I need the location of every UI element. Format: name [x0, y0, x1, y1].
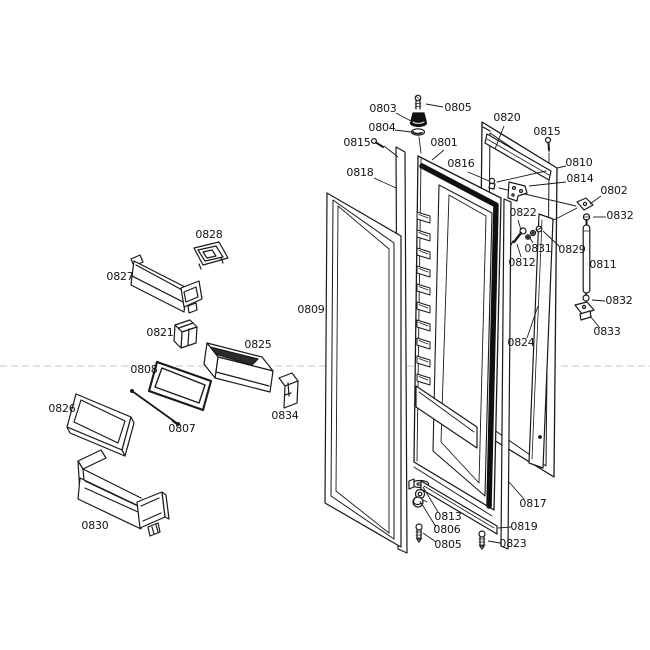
leader-line-0829-15 [542, 230, 561, 248]
part-label-0818-6: 0818 [346, 166, 373, 179]
part-label-0815-3: 0815 [343, 136, 370, 149]
leader-line-0803-0 [395, 112, 412, 122]
leader-line-0812-16 [516, 243, 522, 258]
leader-line-0822-13 [517, 219, 522, 231]
part-label-0807-28: 0807 [168, 422, 195, 435]
part-0819-bottom-trim [420, 480, 498, 535]
part-0824-inner-strip [528, 213, 554, 469]
leader-line-0820-7 [494, 125, 505, 150]
part-label-0831-14: 0831 [524, 242, 551, 255]
part-label-0830-30: 0830 [81, 519, 108, 532]
leader-line-0804-2 [394, 129, 412, 133]
part-label-0832-12: 0832 [606, 209, 633, 222]
part-label-0819-35: 0819 [510, 520, 537, 533]
part-0814-bracket [507, 181, 528, 202]
leader-line-0805-34 [422, 532, 437, 543]
leader-line-0802-11 [589, 195, 602, 205]
part-label-0812-16: 0812 [508, 256, 535, 269]
leader-line-0807-28 [171, 420, 177, 425]
part-label-0828-22: 0828 [195, 228, 222, 241]
leader-line-0810-9 [556, 165, 567, 169]
part-0817-side-trim [500, 198, 512, 550]
part-label-0805-1: 0805 [444, 101, 471, 114]
part-label-0824-20: 0824 [507, 336, 534, 349]
part-0816-stud [488, 177, 496, 190]
part-label-0808-26: 0808 [130, 363, 157, 376]
part-label-0825-25: 0825 [244, 338, 271, 351]
part-label-0809-21: 0809 [297, 303, 324, 316]
part-0828-tray [193, 241, 229, 270]
part-label-0821-24: 0821 [146, 326, 173, 339]
part-label-0834-29: 0834 [271, 409, 298, 422]
part-label-0810-9: 0810 [565, 156, 592, 169]
fastener-0815-left [371, 138, 384, 148]
part-label-0805-34: 0805 [434, 538, 461, 551]
part-label-0833-19: 0833 [593, 325, 620, 338]
part-0811-strut-assembly [574, 197, 595, 321]
leader-line-0815-3 [383, 145, 399, 158]
part-0826-shelf-front [66, 393, 135, 457]
leader-line-0819-35 [497, 526, 512, 529]
leader-line-0816-5 [467, 171, 490, 182]
leader-line-0813-32 [422, 486, 439, 513]
part-0820-top-trim [484, 133, 552, 181]
part-0809-door-gasket [324, 192, 402, 548]
part-0823-screw [478, 530, 486, 550]
part-0827-door-shelf [130, 254, 203, 314]
part-label-0816-5: 0816 [447, 157, 474, 170]
leader-line-0801-4 [431, 149, 445, 161]
part-label-0820-7: 0820 [493, 111, 520, 124]
leader-line-0806-33 [419, 500, 437, 528]
part-label-0814-10: 0814 [566, 172, 593, 185]
part-0801-door [413, 155, 502, 517]
part-0834-clip [278, 372, 299, 409]
part-0821-small-bin [173, 319, 198, 349]
part-label-0813-32: 0813 [434, 510, 461, 523]
leader-line-0824-20 [526, 305, 539, 339]
part-label-0803-0: 0803 [369, 102, 396, 115]
part-label-0804-2: 0804 [368, 121, 395, 134]
top-hinge-parts [409, 94, 428, 154]
part-label-0817-31: 0817 [519, 497, 546, 510]
part-0808-seal-frame [147, 360, 213, 412]
part-label-0826-27: 0826 [48, 402, 75, 415]
leader-line-0818-6 [373, 177, 397, 189]
leader-line-0833-19 [589, 315, 601, 329]
part-label-0829-15: 0829 [558, 243, 585, 256]
leader-line-0823-36 [487, 540, 501, 544]
part-label-0827-23: 0827 [106, 270, 133, 283]
part-label-0811-17: 0811 [589, 258, 616, 271]
part-label-0806-33: 0806 [433, 523, 460, 536]
leader-line-0814-10 [528, 181, 567, 187]
part-label-0801-4: 0801 [430, 136, 457, 149]
part-0822-screw-set [510, 225, 543, 246]
leader-line-0805-1 [425, 103, 444, 108]
part-label-0823-36: 0823 [499, 537, 526, 550]
leader-line-0817-31 [508, 481, 525, 500]
bottom-hinge-parts [408, 478, 430, 543]
labels-layer: 0803 0805 0804 0815 0801 0816 0818 0820 0815 0810… [48, 101, 633, 551]
part-0825-tray-box [203, 342, 274, 393]
leader-line-0832-18 [591, 299, 606, 302]
part-label-0822-13: 0822 [509, 206, 536, 219]
fastener-0815-right [544, 136, 552, 151]
part-label-0815-8: 0815 [533, 125, 560, 138]
part-label-0802-11: 0802 [600, 184, 627, 197]
part-0830-door-bin [77, 449, 170, 537]
leader-line-0831-14 [529, 237, 534, 244]
part-label-0832-18: 0832 [605, 294, 632, 307]
part-0807-rod [130, 389, 181, 427]
